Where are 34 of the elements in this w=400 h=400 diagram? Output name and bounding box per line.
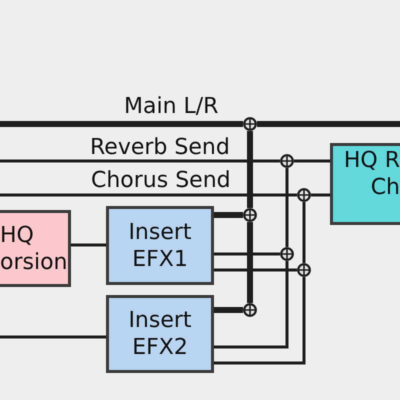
junction-symbol bbox=[280, 247, 294, 261]
signal-line bbox=[0, 336, 106, 338]
signal-line bbox=[286, 168, 288, 247]
signal-line bbox=[214, 261, 288, 348]
process-box bbox=[106, 295, 214, 373]
signal-line bbox=[214, 268, 297, 272]
bus-line bbox=[247, 222, 253, 303]
edge-label: Main L/R bbox=[124, 96, 218, 118]
bus-line bbox=[257, 121, 400, 127]
signal-line bbox=[294, 160, 330, 162]
signal-line bbox=[0, 194, 297, 196]
process-box bbox=[330, 143, 400, 225]
signal-line bbox=[311, 194, 330, 196]
signal-line bbox=[214, 252, 280, 256]
box-label: Insert EFX1 bbox=[127, 218, 193, 272]
signal-line bbox=[302, 202, 306, 263]
junction-symbol bbox=[243, 208, 257, 222]
junction-symbol bbox=[243, 117, 257, 131]
junction-symbol bbox=[297, 263, 311, 277]
box-label: HQ R Ch bbox=[342, 147, 400, 201]
bus-line bbox=[0, 121, 243, 127]
junction-symbol bbox=[280, 154, 294, 168]
signal-line bbox=[214, 277, 306, 364]
bus-line bbox=[214, 212, 243, 218]
bus-line bbox=[247, 131, 253, 208]
process-box bbox=[0, 210, 71, 287]
process-box bbox=[106, 206, 214, 285]
junction-symbol bbox=[243, 303, 257, 317]
junction-symbol bbox=[297, 188, 311, 202]
signal-line bbox=[71, 244, 106, 246]
box-label: HQ orsion bbox=[0, 222, 68, 276]
signal-line bbox=[0, 160, 280, 162]
bus-line bbox=[214, 307, 243, 313]
box-label: Insert EFX2 bbox=[127, 307, 193, 361]
